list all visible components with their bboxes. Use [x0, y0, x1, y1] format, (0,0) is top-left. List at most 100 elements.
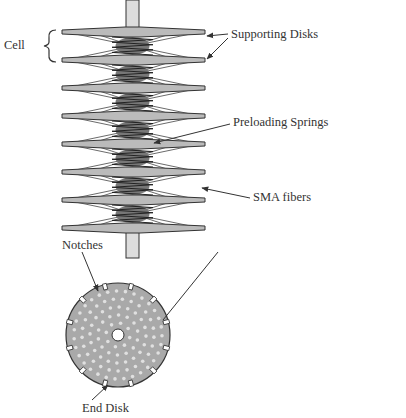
texture-dot [97, 328, 101, 332]
texture-dot [140, 296, 144, 300]
texture-dot [132, 321, 136, 325]
texture-dot [152, 359, 156, 363]
texture-dot [98, 293, 102, 297]
notch [150, 296, 157, 303]
texture-dot [116, 353, 120, 357]
texture-dot [100, 345, 104, 349]
texture-dot [115, 361, 119, 365]
preloading-spring [112, 177, 153, 195]
texture-dot [139, 318, 143, 322]
texture-dot [88, 310, 92, 314]
preloading-spring [112, 205, 153, 223]
supporting-disk [62, 167, 205, 177]
disk-texture [72, 289, 163, 380]
texture-dot [117, 313, 121, 317]
notch [163, 319, 170, 324]
texture-dot [132, 356, 136, 360]
texture-dot [80, 336, 84, 340]
notch [66, 319, 73, 324]
texture-dot [107, 368, 111, 372]
texture-dot [149, 318, 153, 322]
cell-label: Cell [4, 38, 25, 52]
preloading-spring [112, 93, 153, 111]
part-label: Notches [62, 238, 103, 252]
texture-dot [160, 334, 164, 338]
notch [163, 345, 170, 350]
texture-dot [89, 341, 93, 345]
texture-dot [141, 359, 145, 363]
texture-dot [72, 337, 76, 341]
texture-dot [92, 360, 96, 364]
texture-dot [84, 318, 88, 322]
texture-dot [104, 331, 108, 335]
texture-dot [117, 305, 121, 309]
leader-arrow [154, 124, 230, 143]
texture-dot [159, 325, 163, 329]
texture-dot [106, 290, 110, 294]
texture-dot [74, 319, 78, 323]
texture-dot [143, 326, 147, 330]
preloading-spring [112, 65, 153, 83]
texture-dot [126, 327, 130, 331]
texture-dot [152, 326, 156, 330]
supporting-disk [62, 111, 205, 121]
texture-dot [89, 368, 93, 372]
texture-dot [136, 338, 140, 342]
texture-dot [97, 337, 101, 341]
texture-dot [106, 340, 110, 344]
texture-dot [82, 344, 86, 348]
notch [150, 367, 157, 374]
texture-dot [146, 366, 150, 370]
texture-dot [113, 377, 117, 381]
notch [79, 367, 86, 374]
texture-dot [73, 328, 77, 332]
texture-dot [78, 311, 82, 315]
top-rod [126, 0, 139, 30]
texture-dot [90, 323, 94, 327]
texture-dot [157, 317, 161, 321]
supporting-disk [62, 55, 205, 65]
texture-dot [81, 327, 85, 331]
notch [128, 283, 133, 290]
texture-dot [99, 355, 103, 359]
notch-group [66, 283, 169, 386]
texture-dot [106, 359, 110, 363]
texture-dot [137, 304, 141, 308]
texture-dot [116, 369, 120, 373]
leader-arrow [202, 188, 250, 198]
supporting-disk [62, 139, 205, 149]
notch [128, 380, 133, 387]
texture-dot [124, 360, 128, 364]
supporting-disk [62, 195, 205, 205]
texture-dot [108, 315, 112, 319]
texture-dot [147, 352, 151, 356]
end-disk [66, 283, 170, 387]
texture-dot [144, 334, 148, 338]
texture-dot [124, 351, 128, 355]
texture-dot [109, 306, 113, 310]
leader-arrow [92, 385, 108, 400]
texture-dot [142, 343, 146, 347]
texture-dot [82, 361, 86, 365]
texture-dot [99, 365, 103, 369]
part-label: Supporting Disks [231, 27, 318, 41]
texture-dot [156, 351, 160, 355]
preloading-spring [112, 149, 153, 167]
texture-dot [95, 304, 99, 308]
texture-dot [131, 375, 135, 379]
texture-dot [128, 336, 132, 340]
supporting-disk [62, 27, 205, 37]
texture-dot [103, 300, 107, 304]
leader-arrow [207, 38, 228, 59]
texture-dot [83, 304, 87, 308]
notch [102, 283, 107, 290]
texture-dot [77, 354, 81, 358]
texture-dot [159, 343, 163, 347]
texture-dot [101, 310, 105, 314]
texture-dot [125, 368, 129, 372]
texture-dot [150, 344, 154, 348]
texture-dot [129, 300, 133, 304]
texture-dot [144, 310, 148, 314]
bottom-rod [126, 230, 139, 258]
texture-dot [101, 320, 105, 324]
